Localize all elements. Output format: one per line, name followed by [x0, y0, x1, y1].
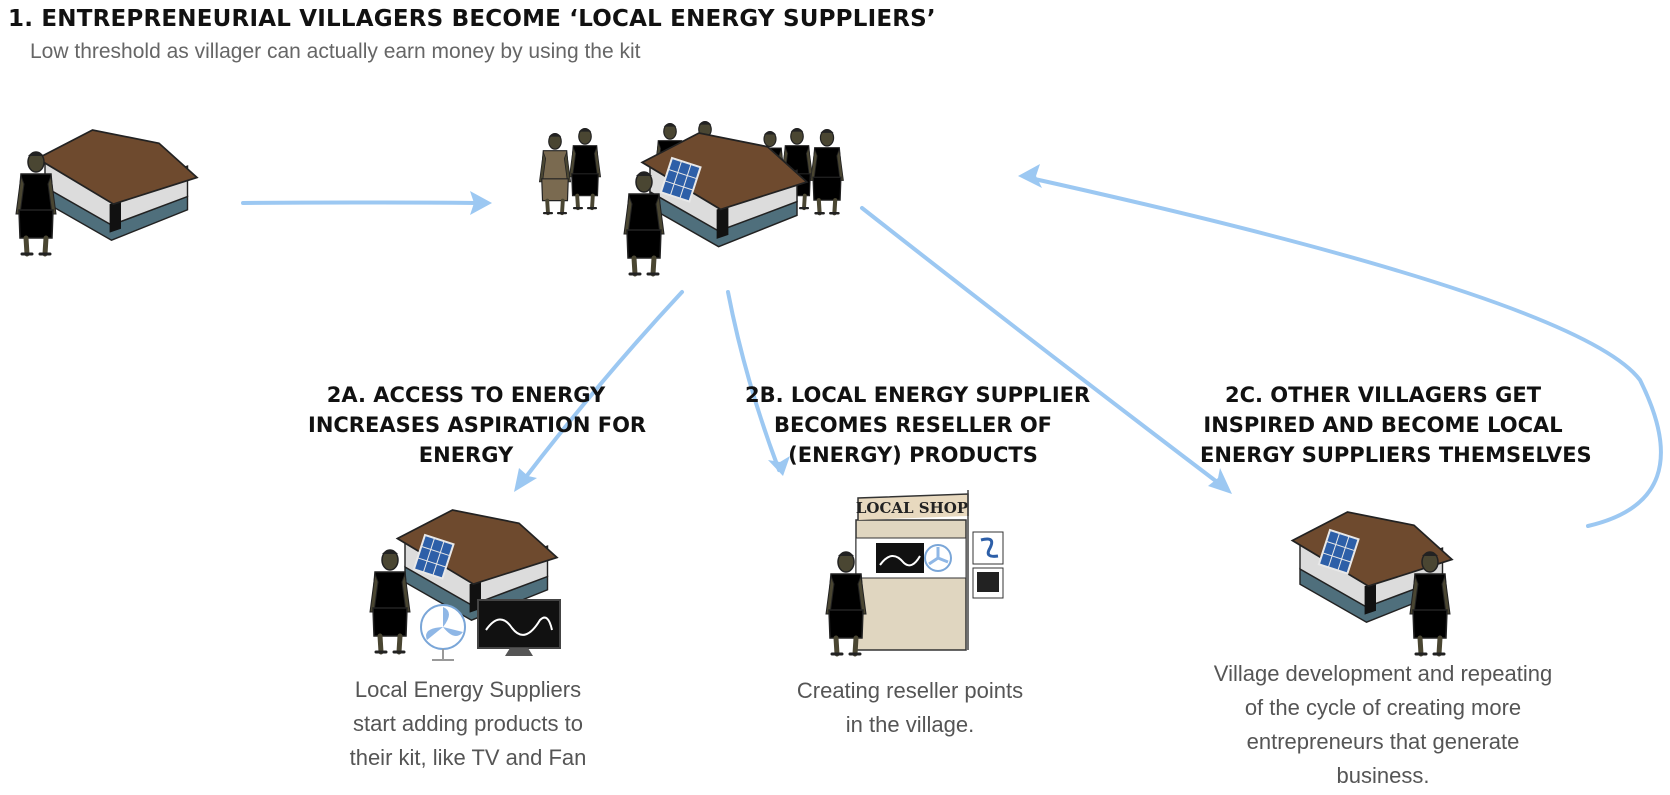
step-2c-heading: 2C. OTHER VILLAGERS GET INSPIRED AND BEC… — [1200, 380, 1592, 470]
step-2b-caption: Creating reseller points in the village. — [770, 674, 1050, 742]
step-2a-caption: Local Energy Suppliers start adding prod… — [318, 673, 618, 775]
step-2c-caption-line: of the cycle of creating more — [1244, 695, 1522, 720]
villager-house-tv-fan: .c9 .shirt{fill:#2e4fa0}.c9 .lungi{fill:… — [370, 509, 561, 661]
arrow-to-2a — [520, 290, 684, 484]
step-2c-caption-line: business. — [1336, 763, 1430, 788]
step-2a-caption-line: start adding products to — [353, 711, 583, 736]
step-2a-heading-line: 2A. ACCESS TO ENERGY — [326, 383, 606, 407]
step-2a-caption-line: their kit, like TV and Fan — [349, 745, 587, 770]
flow-arrows — [241, 176, 1663, 528]
step-2c-heading-line: 2C. OTHER VILLAGERS GET — [1224, 383, 1542, 407]
step-2a-heading: 2A. ACCESS TO ENERGY INCREASES ASPIRATIO… — [308, 380, 647, 470]
arrow-to-2b — [726, 290, 781, 472]
diagram-title: 1. ENTREPRENEURIAL VILLAGERS BECOME ‘LOC… — [8, 6, 936, 32]
shop-sign: LOCAL SHOP — [856, 499, 968, 517]
fan-icon — [420, 604, 466, 661]
arrow-to-2c — [860, 206, 1227, 490]
step-2b-heading: 2B. LOCAL ENERGY SUPPLIER BECOMES RESELL… — [745, 380, 1091, 470]
step-2c-caption-line: entrepreneurs that generate — [1246, 729, 1520, 754]
step-2b-caption-line: in the village. — [845, 712, 975, 737]
step-2b-heading-line: 2B. LOCAL ENERGY SUPPLIER — [745, 383, 1091, 407]
step-2b-caption-line: Creating reseller points — [796, 678, 1024, 703]
step-2c-heading-line: INSPIRED AND BECOME LOCAL — [1203, 413, 1563, 437]
local-shop-scene: LOCAL SHOP .c10 .shirt{fill:#2e4fa0}.c10… — [826, 490, 1004, 654]
step-2a-heading-line: INCREASES ASPIRATION FOR — [308, 413, 647, 437]
villager-house-before: .s1 .shirt{fill:#2e4fa0}.s1 .lungi{fill:… — [16, 129, 198, 254]
tv-icon — [477, 599, 561, 656]
village-crowd-scene: .c1 .shirt{fill:#6b6453}.c1 .lungi{fill:… — [537, 119, 843, 274]
arrow-heads — [470, 164, 1232, 494]
step-2c-caption-line: Village development and repeating — [1213, 661, 1553, 686]
step-2c-heading-line: ENERGY SUPPLIERS THEMSELVES — [1200, 443, 1592, 467]
step-2c-caption: Village development and repeating of the… — [1186, 657, 1580, 793]
step-2b-heading-line: BECOMES RESELLER OF — [773, 413, 1053, 437]
arrow-step1 — [241, 200, 480, 205]
step-2b-heading-line: (ENERGY) PRODUCTS — [788, 443, 1038, 467]
arrow-loop-back — [1028, 176, 1663, 528]
diagram-subtitle: Low threshold as villager can actually e… — [30, 40, 641, 63]
step-2a-heading-line: ENERGY — [418, 443, 514, 467]
new-supplier-scene: .c11 .shirt{fill:#3f8a44}.c11 .lungi{fil… — [1291, 511, 1453, 654]
step-2a-caption-line: Local Energy Suppliers — [354, 677, 582, 702]
